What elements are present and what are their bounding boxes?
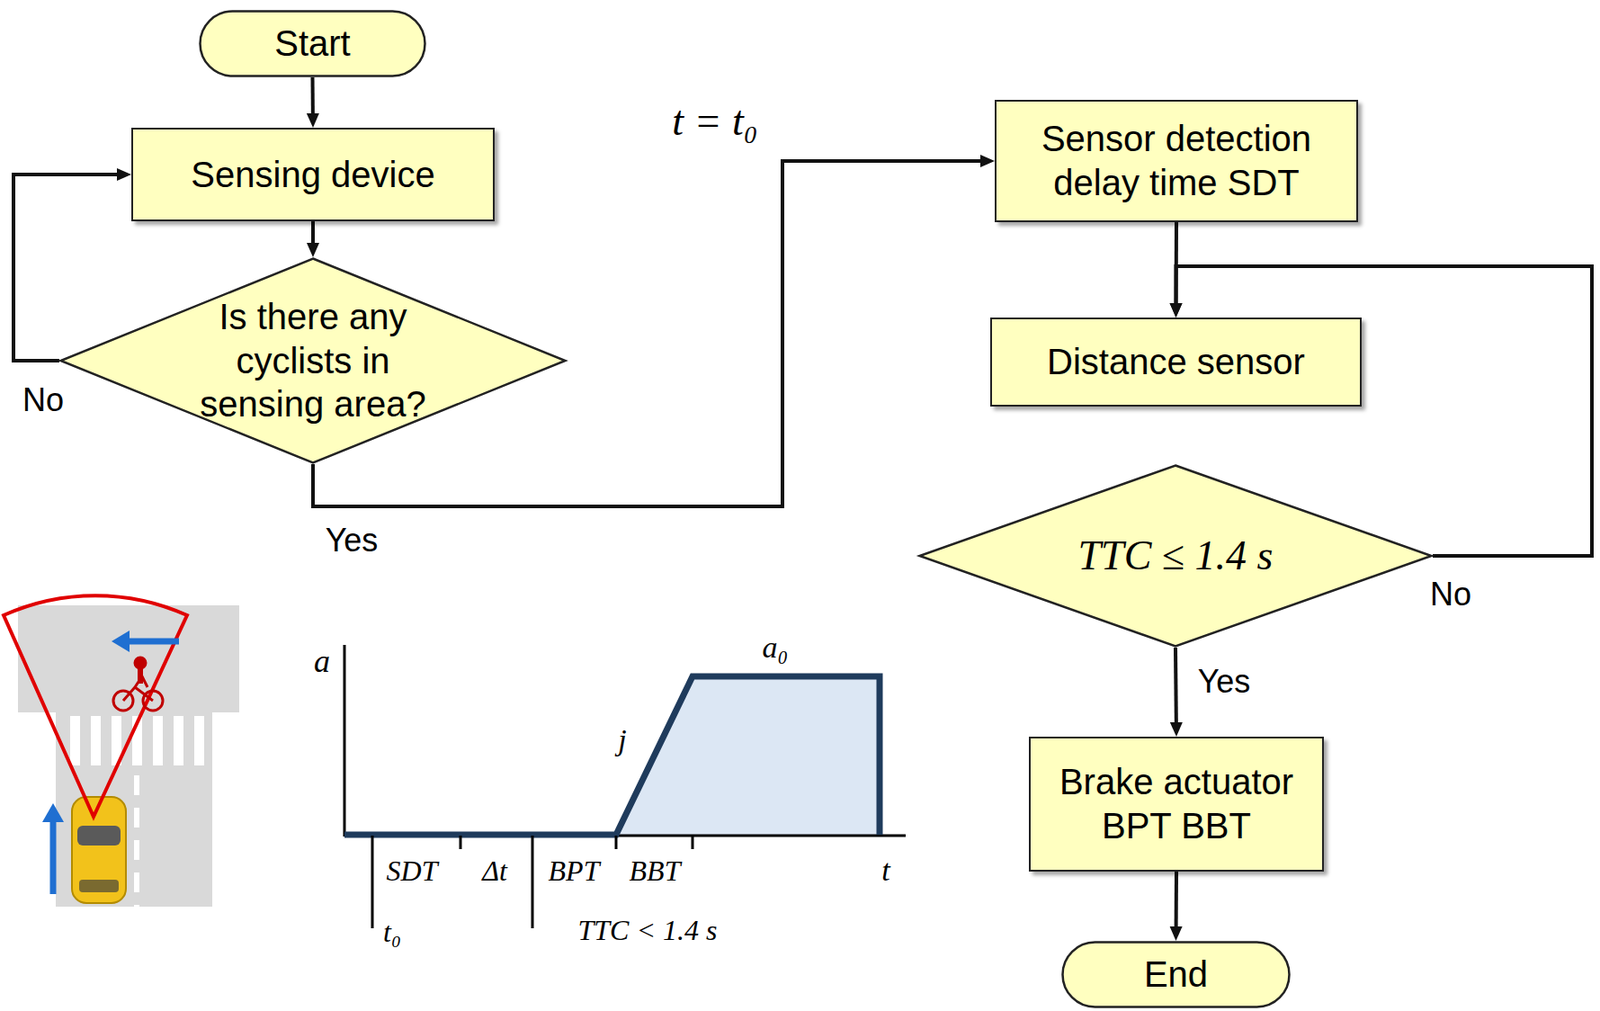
cyclist	[113, 657, 163, 711]
edge-label: No	[1428, 575, 1474, 614]
terminal-pill: End	[1061, 940, 1291, 1009]
terminal-pill: Start	[198, 9, 427, 78]
time-marker: t = t₀	[671, 97, 759, 145]
cyclist-direction-arrow	[111, 630, 179, 653]
axis-label: a	[313, 642, 331, 680]
phase-label: SDT	[386, 854, 438, 888]
edge-label: No	[20, 381, 66, 420]
arrow-head	[1170, 926, 1183, 941]
flow-connector	[1170, 647, 1183, 737]
sensing-area	[3, 595, 188, 817]
deceleration-label: a₀	[762, 630, 789, 665]
connector-line	[311, 221, 315, 245]
flow-connector	[306, 221, 320, 258]
node-text: End	[1144, 952, 1208, 997]
deceleration-curve	[344, 676, 880, 835]
flow-connector	[1170, 871, 1183, 941]
node-text: Sensing device	[190, 152, 435, 197]
arrow-head	[306, 113, 320, 128]
road	[17, 605, 240, 713]
node-text: Start	[274, 21, 350, 66]
connector-line	[13, 174, 119, 361]
car	[71, 796, 126, 903]
arrow-head	[980, 154, 995, 168]
process-box: Distance sensor	[990, 317, 1362, 407]
node-text: TTC ≤ 1.4 s	[1078, 530, 1274, 582]
axis-label: t	[881, 853, 890, 888]
connector-line	[1174, 871, 1179, 929]
connector-line	[1173, 647, 1179, 725]
node-text: Brake actuator BPT BBT	[1045, 759, 1307, 849]
phase-label: BBT	[629, 854, 681, 888]
node-text: Is there any cyclists in sensing area?	[187, 294, 439, 427]
node-text: Sensor detection delay time SDT	[1014, 116, 1339, 206]
process-box: Brake actuator BPT BBT	[1028, 736, 1324, 872]
arrow-head	[1170, 303, 1183, 318]
lane-line	[134, 775, 140, 907]
phase-label: BPT	[548, 854, 600, 888]
arrow-head	[306, 242, 320, 258]
phase-label: Δt	[482, 854, 508, 888]
edge-label: Yes	[1196, 662, 1253, 701]
arrow-head	[1170, 303, 1183, 318]
flow-connector	[306, 77, 320, 128]
process-box: Sensor detection delay time SDT	[994, 99, 1359, 223]
edge-label: Yes	[323, 521, 381, 560]
process-box: Sensing device	[131, 127, 495, 222]
y-axis	[343, 644, 347, 837]
node-text: Distance sensor	[1046, 339, 1306, 385]
threshold-label: TTC < 1.4 s	[578, 913, 718, 948]
jerk-label: j	[617, 723, 626, 758]
flow-connector	[13, 168, 132, 361]
decision-diamond: TTC ≤ 1.4 s	[918, 464, 1433, 648]
arrow-head	[1170, 722, 1183, 737]
arrow-head	[116, 168, 132, 181]
connector-line	[311, 77, 315, 116]
decision-diamond: Is there any cyclists in sensing area?	[59, 257, 567, 465]
time-label: t₀	[383, 915, 402, 949]
car-direction-arrow	[42, 803, 64, 894]
